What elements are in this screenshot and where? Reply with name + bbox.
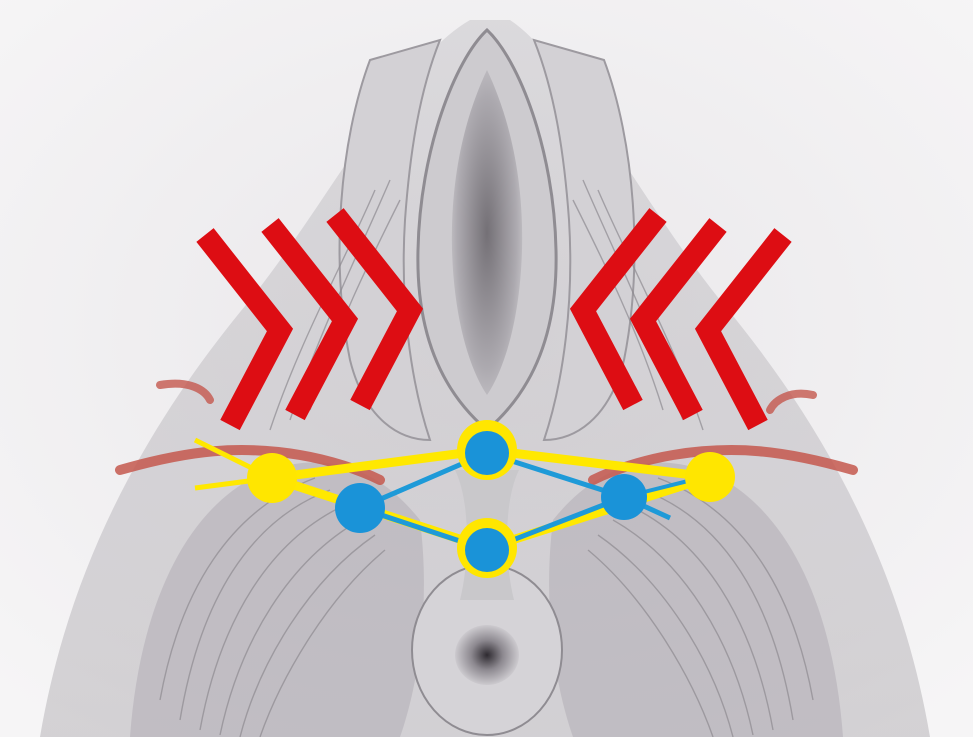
node-marker xyxy=(247,453,297,503)
anus xyxy=(455,625,519,685)
node-marker xyxy=(465,528,509,572)
node-marker xyxy=(335,483,385,533)
node-marker xyxy=(685,452,735,502)
node-marker xyxy=(465,431,509,475)
node-marker xyxy=(601,474,647,520)
